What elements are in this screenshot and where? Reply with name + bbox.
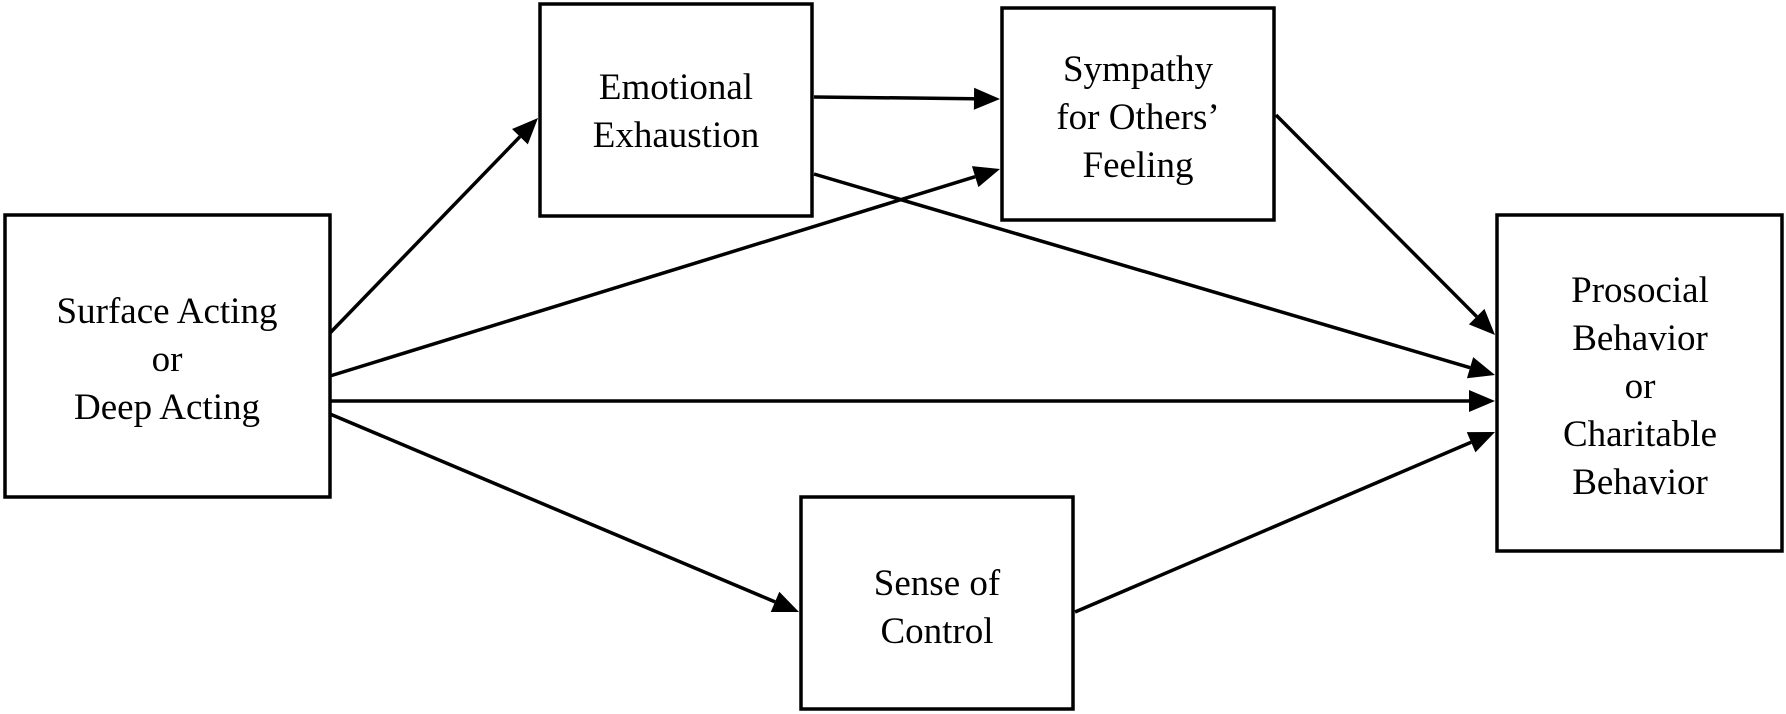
node-label-line: Exhaustion [593,115,759,156]
edge-control-to-prosocial [1074,432,1495,614]
edge-line [328,135,522,335]
arrowhead-icon [1469,390,1495,412]
node-sympathy: Sympathy for Others’ Feeling [1000,6,1276,222]
node-box [1000,6,1276,222]
node-label-line: Deep Acting [74,387,260,428]
node-label-line: or [1625,366,1656,407]
node-label-line: Charitable [1563,414,1717,455]
node-label-line: Sympathy [1063,49,1214,90]
node-box [1495,213,1784,553]
node-label-line: for Others’ [1056,97,1219,138]
edges-layer [328,87,1495,614]
node-control: Sense of Control [799,495,1075,711]
edge-acting-to-prosocial [330,390,1495,412]
arrowhead-icon [512,118,538,145]
node-label-line: Surface Acting [57,291,278,332]
node-label-line: Emotional [599,67,753,108]
edge-line [329,412,776,604]
edge-line [813,95,975,101]
arrowhead-icon [1468,308,1495,335]
node-label-line: or [152,339,183,380]
edge-acting-to-exhaustion [328,118,538,335]
edge-line [329,175,976,378]
node-label-line: Behavior [1572,318,1708,359]
arrowhead-icon [770,591,799,613]
edge-sympathy-to-prosocial [1274,113,1495,335]
arrowhead-icon [973,87,1000,110]
edge-acting-to-control [329,412,799,613]
node-box [799,495,1075,711]
arrowhead-icon [971,166,1000,188]
node-label-line: Behavior [1572,462,1708,503]
arrowhead-icon [1466,357,1495,379]
node-box [538,2,814,218]
edge-acting-to-sympathy [329,166,1000,378]
edge-line [1274,113,1478,318]
node-label-line: Sense of [874,563,1001,604]
node-label-line: Prosocial [1571,270,1709,311]
arrowhead-icon [1466,432,1495,453]
edge-line [813,172,1471,370]
node-label-line: Feeling [1083,145,1194,186]
edge-exhaustion-to-prosocial [813,172,1495,379]
edge-line [1074,440,1472,614]
edge-exhaustion-to-sympathy [813,87,1000,110]
node-label-line: Control [880,611,993,652]
node-box [3,213,332,499]
